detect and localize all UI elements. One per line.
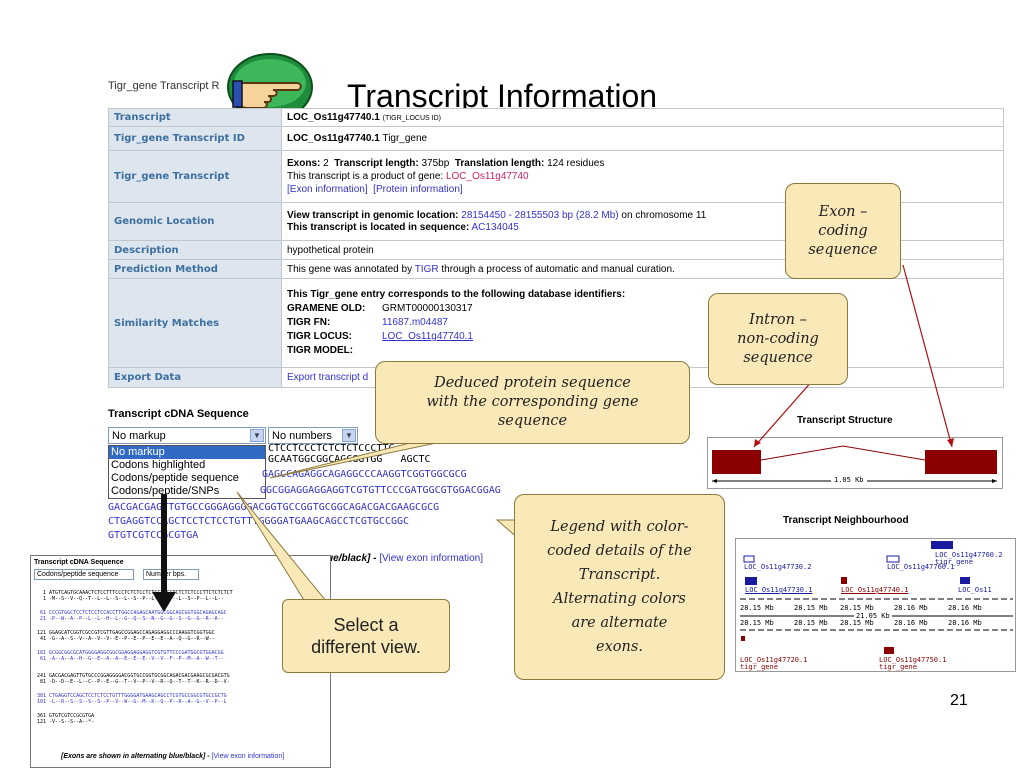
gene-source: tigr_gene (740, 663, 778, 671)
inset-seq-line: 61 CCCGTGGCTCCTCTCCTCCACCTTGGCCAGAGCAATG… (37, 610, 227, 616)
protein-callout: Deduced protein sequence with the corres… (375, 361, 690, 444)
legend-callout: Legend with color- coded details of the … (514, 494, 725, 680)
select-value: No markup (112, 429, 166, 442)
gene-label[interactable]: LOC_Os11 (958, 586, 992, 594)
sequence-line: GTGTCGTCCGCGTGA (108, 530, 199, 541)
inset-footer: [Exons are shown in alternating blue/bla… (61, 753, 285, 760)
exon-2 (925, 450, 997, 474)
tick-label: 28.16 Mb (948, 619, 982, 627)
coords-link[interactable]: 28154450 - 28155503 bp (28.2 Mb) (461, 209, 619, 221)
export-link[interactable]: Export transcript d (287, 372, 369, 383)
row-label: Tigr_gene Transcript ID (108, 126, 282, 151)
row-label: Genomic Location (108, 202, 282, 241)
row-label: Prediction Method (108, 259, 282, 279)
inset-seq-line: 241 GACGACGAGTTGTGCCCGGAGGGGACGGTGCCGGTG… (37, 673, 230, 679)
sequence-line: GAGCCAGAGGCAGAGGCCCAAGGTCGGTGGCGCG (262, 469, 467, 480)
inset-seq-line: 61 -A--A--A--H--G--E--A--A--E--E--E--V--… (37, 656, 224, 662)
inset-seq-line: 1 ATGTCAGTGCAAACTCTCCTTTCCCTCTCTCCTCTCCT… (37, 590, 233, 596)
tick-label: 28.16 Mb (894, 619, 928, 627)
numbers-select[interactable]: No numbers ▼ (268, 427, 358, 444)
exon-note: ue/black] - [View exon information] (327, 553, 484, 564)
intron-callout: Intron – non-coding sequence (708, 293, 848, 385)
option-codons-highlighted[interactable]: Codons highlighted (111, 459, 206, 471)
intron-line (760, 445, 926, 461)
chevron-down-icon: ▼ (250, 429, 264, 442)
neighbourhood-title: Transcript Neighbourhood (783, 515, 909, 526)
inset-seq-line: 1 -M--S--V--Q--T--L--L--S--L--S--P--L--L… (37, 596, 224, 602)
exon-info-link[interactable]: [Exon information] (287, 184, 368, 195)
tick-label: 28.15 Mb (794, 604, 828, 612)
inset-seq-line: 121 -V--S--S--A--*- (37, 719, 95, 725)
slide-number: 21 (950, 692, 968, 709)
span-label: 21.05 Kb (854, 612, 892, 620)
tigr-locus-link[interactable]: LOC_Os11g47740.1 (382, 331, 473, 342)
transcript-details: Exons: 2 Transcript length: 375bp Transl… (281, 150, 1004, 203)
inset-title: Transcript cDNA Sequence (34, 559, 124, 566)
inset-exon-link[interactable]: [View exon information] (211, 753, 285, 760)
tick-label: 28.16 Mb (948, 604, 982, 612)
scale-label: 1.05 Kb (831, 477, 867, 484)
tigr-fn-link[interactable]: 11687.m04487 (382, 317, 448, 328)
markup-select[interactable]: No markup ▼ (108, 427, 266, 444)
gene-label[interactable]: LOC_Os11g47720.1 (740, 656, 808, 664)
gene-label[interactable]: LOC_Os11g47740.1 (841, 586, 909, 594)
row-label: Tigr_gene Transcript (108, 150, 282, 203)
cdna-section-title: Transcript cDNA Sequence (108, 408, 249, 420)
gene-label[interactable]: LOC_Os11g47750.1 (879, 656, 947, 664)
transcript-structure-graphic: 1.05 Kb (707, 437, 1003, 489)
select-value: No numbers (272, 429, 332, 442)
gene-source: tigr_gene (935, 558, 973, 566)
tick-label: 28.15 Mb (740, 619, 774, 627)
sequence-line: GCAATGGCGGCAGCGGTGG AGCTC (268, 454, 431, 465)
select-callout: Select a different view. (282, 599, 450, 673)
pointing-hand-icon (227, 53, 314, 121)
inset-seq-line: 21 -P--W--A--P--L--L--H--L--G--Q--S--N--… (37, 616, 224, 622)
inset-markup-select[interactable]: Codons/peptide sequence (34, 569, 134, 580)
transcript-structure-title: Transcript Structure (797, 415, 893, 426)
option-no-markup[interactable]: No markup (109, 446, 265, 459)
tigr-link[interactable]: TIGR (414, 263, 439, 275)
neighbourhood-graphic: LOC_Os11g47760.2 tigr_gene LOC_Os11g4773… (735, 538, 1016, 672)
inset-seq-line: 101 -L--R--S--S--S--S--P--V--W--G--M--K-… (37, 699, 227, 705)
gene-label[interactable]: LOC_Os11g47730.1 (745, 586, 813, 594)
option-codons-peptide-snps[interactable]: Codons/peptide/SNPs (111, 485, 220, 497)
sequence-line: GGCGGAGGAGGAGGTCGTGTTCCCGATGGCGTGGACGGAG (260, 485, 501, 496)
tick-label: 28.15 Mb (840, 619, 874, 627)
gene-source: tigr_gene (879, 663, 917, 671)
breadcrumb: Tigr_gene Transcript R (108, 80, 220, 92)
gene-label[interactable]: LOC_Os11g47760.2 (935, 551, 1003, 559)
gene-label[interactable]: LOC_Os11g47760.1 (887, 563, 955, 571)
inset-seq-line: 361 GTGTCGTCCGCGTGA (37, 713, 95, 719)
transcript-id-value: LOC_Os11g47740.1 (TIGR_LOCUS ID) (281, 108, 1004, 127)
sequence-line: GACGACGAGTTGTGCCGGGAGGGGACGGTGCCGGTGCGGC… (108, 502, 440, 513)
row-label: Description (108, 240, 282, 260)
row-label: Transcript (108, 108, 282, 127)
inset-seq-line: 81 -D--D--E--L--C--P--E--G--T--V--P--V--… (37, 679, 230, 685)
tick-label: 28.16 Mb (894, 604, 928, 612)
row-label: Export Data (108, 367, 282, 388)
tick-label: 28.15 Mb (840, 604, 874, 612)
tick-label: 28.15 Mb (740, 604, 774, 612)
markup-options-list[interactable]: No markup Codons highlighted Codons/pept… (108, 445, 266, 499)
inset-seq-line: 41 -G--A--S--V--A--V--V--E--P--E--P--E--… (37, 636, 215, 642)
view-exon-link[interactable]: [View exon information] (379, 553, 484, 564)
inset-seq-line: 301 CTGAGGTCCAGCTCCTCTCCTGTTTGGGGATGAAGC… (37, 693, 227, 699)
inset-seq-line: 121 GGAGCATCGGTCGCCGTCGTTGAGCCGGAGCCAGAG… (37, 630, 215, 636)
chevron-down-icon: ▼ (342, 429, 356, 442)
row-label: Similarity Matches (108, 278, 282, 368)
tick-label: 28.15 Mb (794, 619, 828, 627)
inset-seq-line: 181 GCGGCGGCGCATGGGGAGGCGGCGGAGGAGGAGGTC… (37, 650, 224, 656)
sequence-link[interactable]: AC134045 (471, 221, 519, 233)
gene-link[interactable]: LOC_Os11g47740 (445, 171, 529, 182)
exon-callout: Exon – coding sequence (785, 183, 901, 279)
gene-label[interactable]: LOC_Os11g47730.2 (744, 563, 812, 571)
exon-1 (712, 450, 761, 474)
tigr-gene-id-value: LOC_Os11g47740.1 Tigr_gene (281, 126, 1004, 151)
similarity-matches: This Tigr_gene entry corresponds to the … (281, 278, 1004, 368)
inset-numbers-select[interactable]: Number bps. (143, 569, 199, 580)
protein-info-link[interactable]: [Protein information] (373, 184, 463, 195)
sequence-line: CTGAGGTCCAGCTCCTCTCCTGTTTGGGGATGAAGCAGCC… (108, 516, 410, 527)
option-codons-peptide[interactable]: Codons/peptide sequence (111, 472, 239, 484)
